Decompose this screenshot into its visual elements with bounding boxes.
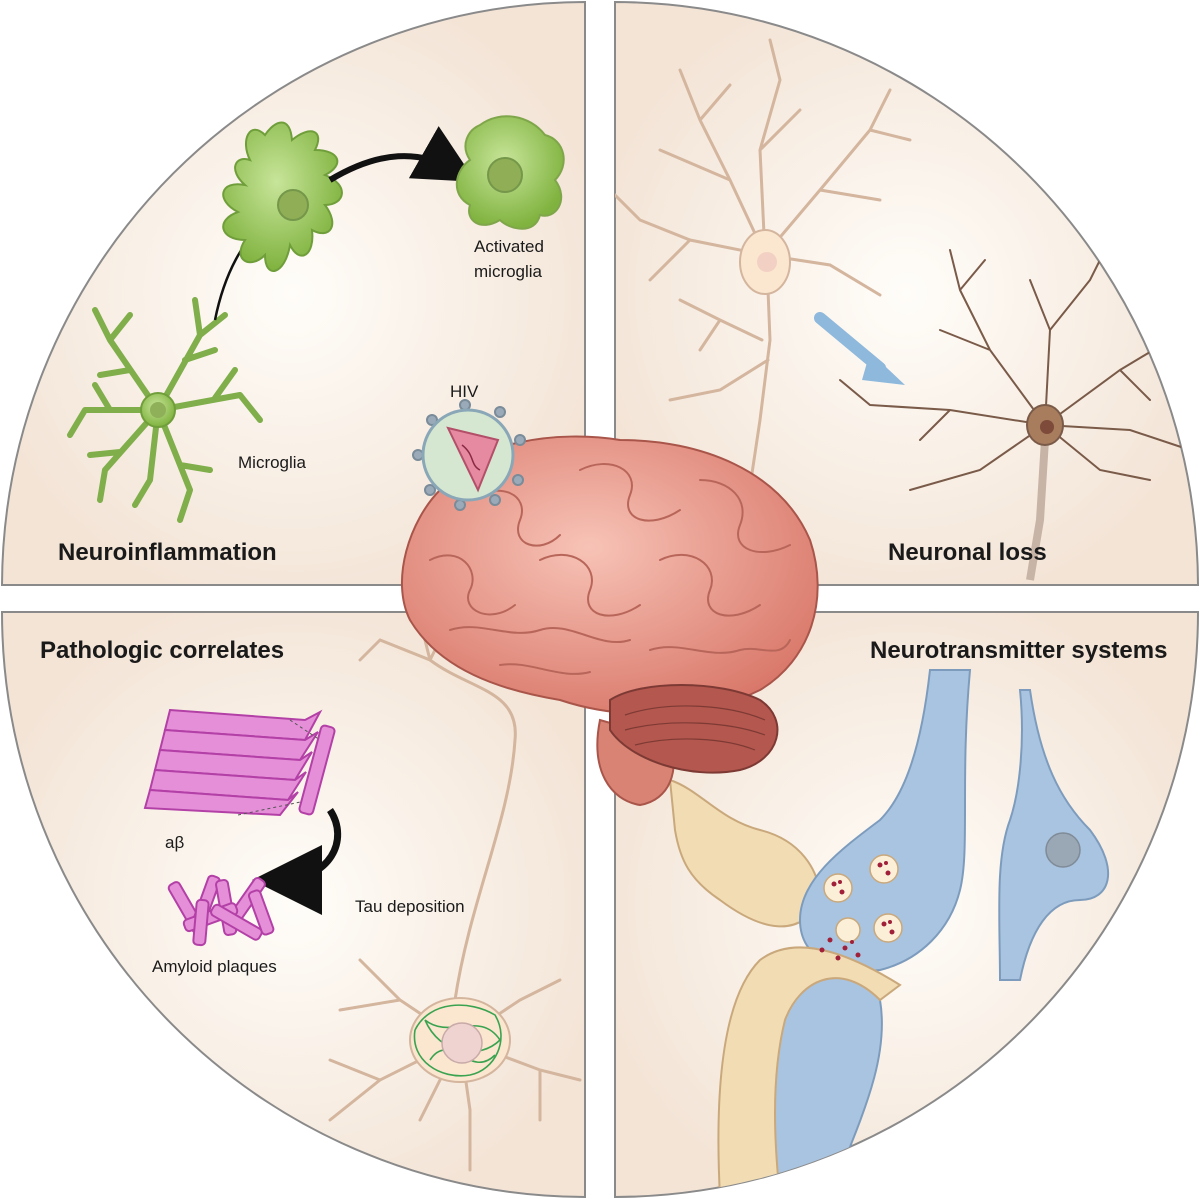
label-activated-line2: microglia bbox=[474, 262, 543, 281]
neuronal-loss-illustration bbox=[615, 38, 1191, 581]
beta-sheet bbox=[143, 708, 323, 817]
cerebellum-folia bbox=[624, 705, 766, 751]
label-amyloid-plaques: Amyloid plaques bbox=[152, 957, 277, 976]
zoom-line-top bbox=[289, 719, 321, 741]
intermediate-microglia-nucleus bbox=[277, 189, 309, 221]
activated-microglia-nucleus bbox=[487, 157, 523, 193]
label-tau-deposition: Tau deposition bbox=[355, 897, 465, 916]
cerebellum bbox=[609, 684, 779, 774]
hiv-rna bbox=[461, 444, 481, 471]
title-neuronal-loss: Neuronal loss bbox=[888, 539, 1047, 566]
healthy-neuron bbox=[615, 38, 912, 522]
brain-gyri bbox=[429, 463, 791, 675]
label-activated-line1: Activated bbox=[474, 237, 544, 256]
degenerating-neuron-axon bbox=[1026, 439, 1049, 581]
resting-microglia-cell bbox=[67, 297, 263, 523]
abeta-rod bbox=[298, 724, 336, 816]
hiv-virus bbox=[412, 399, 526, 511]
right-neuron-nucleus bbox=[1045, 832, 1081, 868]
zoom-line-bottom bbox=[237, 799, 311, 816]
postsynaptic-tan bbox=[717, 946, 902, 1197]
pathologic-correlates-illustration bbox=[143, 612, 582, 1172]
neurotransmitter-dots bbox=[819, 861, 895, 961]
title-pathologic-correlates: Pathologic correlates bbox=[40, 637, 284, 664]
aggregation-arrow bbox=[252, 808, 342, 915]
synaptic-vesicles bbox=[823, 854, 903, 943]
degeneration-arrow-head bbox=[862, 352, 905, 385]
degenerating-neuron bbox=[839, 239, 1191, 491]
activation-arrow bbox=[328, 126, 476, 183]
label-microglia: Microglia bbox=[238, 453, 307, 472]
hiv-spikes bbox=[412, 399, 526, 511]
brain bbox=[401, 435, 819, 807]
label-abeta: aβ bbox=[165, 833, 184, 852]
neurotransmitter-illustration bbox=[668, 669, 1109, 1197]
cerebrum bbox=[401, 435, 819, 715]
resting-microglia-nucleus bbox=[150, 402, 166, 418]
neuroinflammation-illustration bbox=[67, 115, 565, 523]
amyloid-plaque bbox=[167, 874, 275, 947]
label-hiv: HIV bbox=[450, 382, 479, 401]
title-neurotransmitter-systems: Neurotransmitter systems bbox=[870, 637, 1167, 664]
title-neuroinflammation: Neuroinflammation bbox=[58, 539, 277, 566]
healthy-neuron-nucleus bbox=[757, 252, 777, 272]
tau-neuron-nucleus bbox=[441, 1022, 483, 1064]
degenerating-neuron-nucleus bbox=[1040, 420, 1054, 434]
hiv-capsid bbox=[446, 426, 500, 493]
